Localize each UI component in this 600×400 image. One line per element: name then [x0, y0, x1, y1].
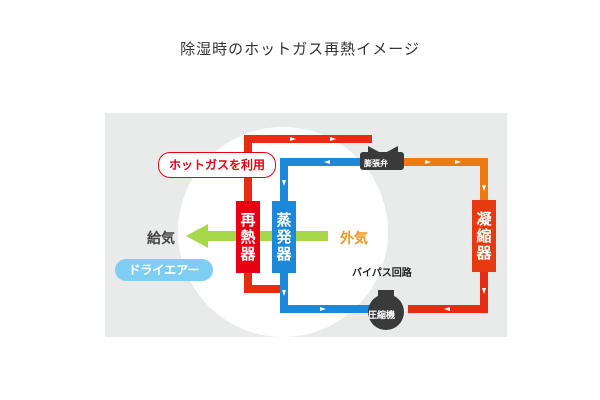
reheater-box: 再熱器	[236, 201, 260, 273]
condenser-box: 凝縮器	[472, 200, 496, 272]
evaporator-box: 蒸発器	[272, 201, 296, 273]
flow-arrow	[482, 288, 486, 294]
flow-arrow	[282, 180, 286, 186]
dry-air-badge: ドライエアー	[115, 259, 213, 281]
flow-arrow	[444, 307, 450, 311]
flow-arrow	[455, 160, 461, 164]
flow-arrow	[482, 185, 486, 191]
flow-arrow	[324, 160, 330, 164]
expansion-valve-icon	[360, 146, 404, 170]
flow-arrow	[282, 290, 286, 296]
flow-arrow	[425, 160, 431, 164]
flow-arrow	[330, 137, 336, 141]
hot-gas-return-line	[244, 273, 284, 293]
page-title: 除湿時のホットガス再熱イメージ	[180, 40, 420, 58]
hot-gas-callout: ホットガスを利用	[158, 152, 276, 178]
outside-air-label: 外気	[340, 231, 368, 247]
flow-arrow	[290, 137, 296, 141]
condenser-to-compressor-line	[408, 272, 488, 313]
supply-air-label: 給気	[147, 231, 175, 247]
evaporator-return-line	[280, 273, 370, 313]
compressor-icon	[368, 290, 404, 330]
flow-arrow	[320, 307, 326, 311]
hot-gas-line	[244, 135, 360, 201]
evaporator-line	[280, 158, 368, 201]
condenser-line	[398, 158, 488, 200]
expansion-valve-label: 膨張弁	[364, 159, 388, 168]
bypass-circuit-label: バイパス回路	[352, 268, 412, 279]
compressor-label: 圧縮機	[368, 311, 396, 321]
